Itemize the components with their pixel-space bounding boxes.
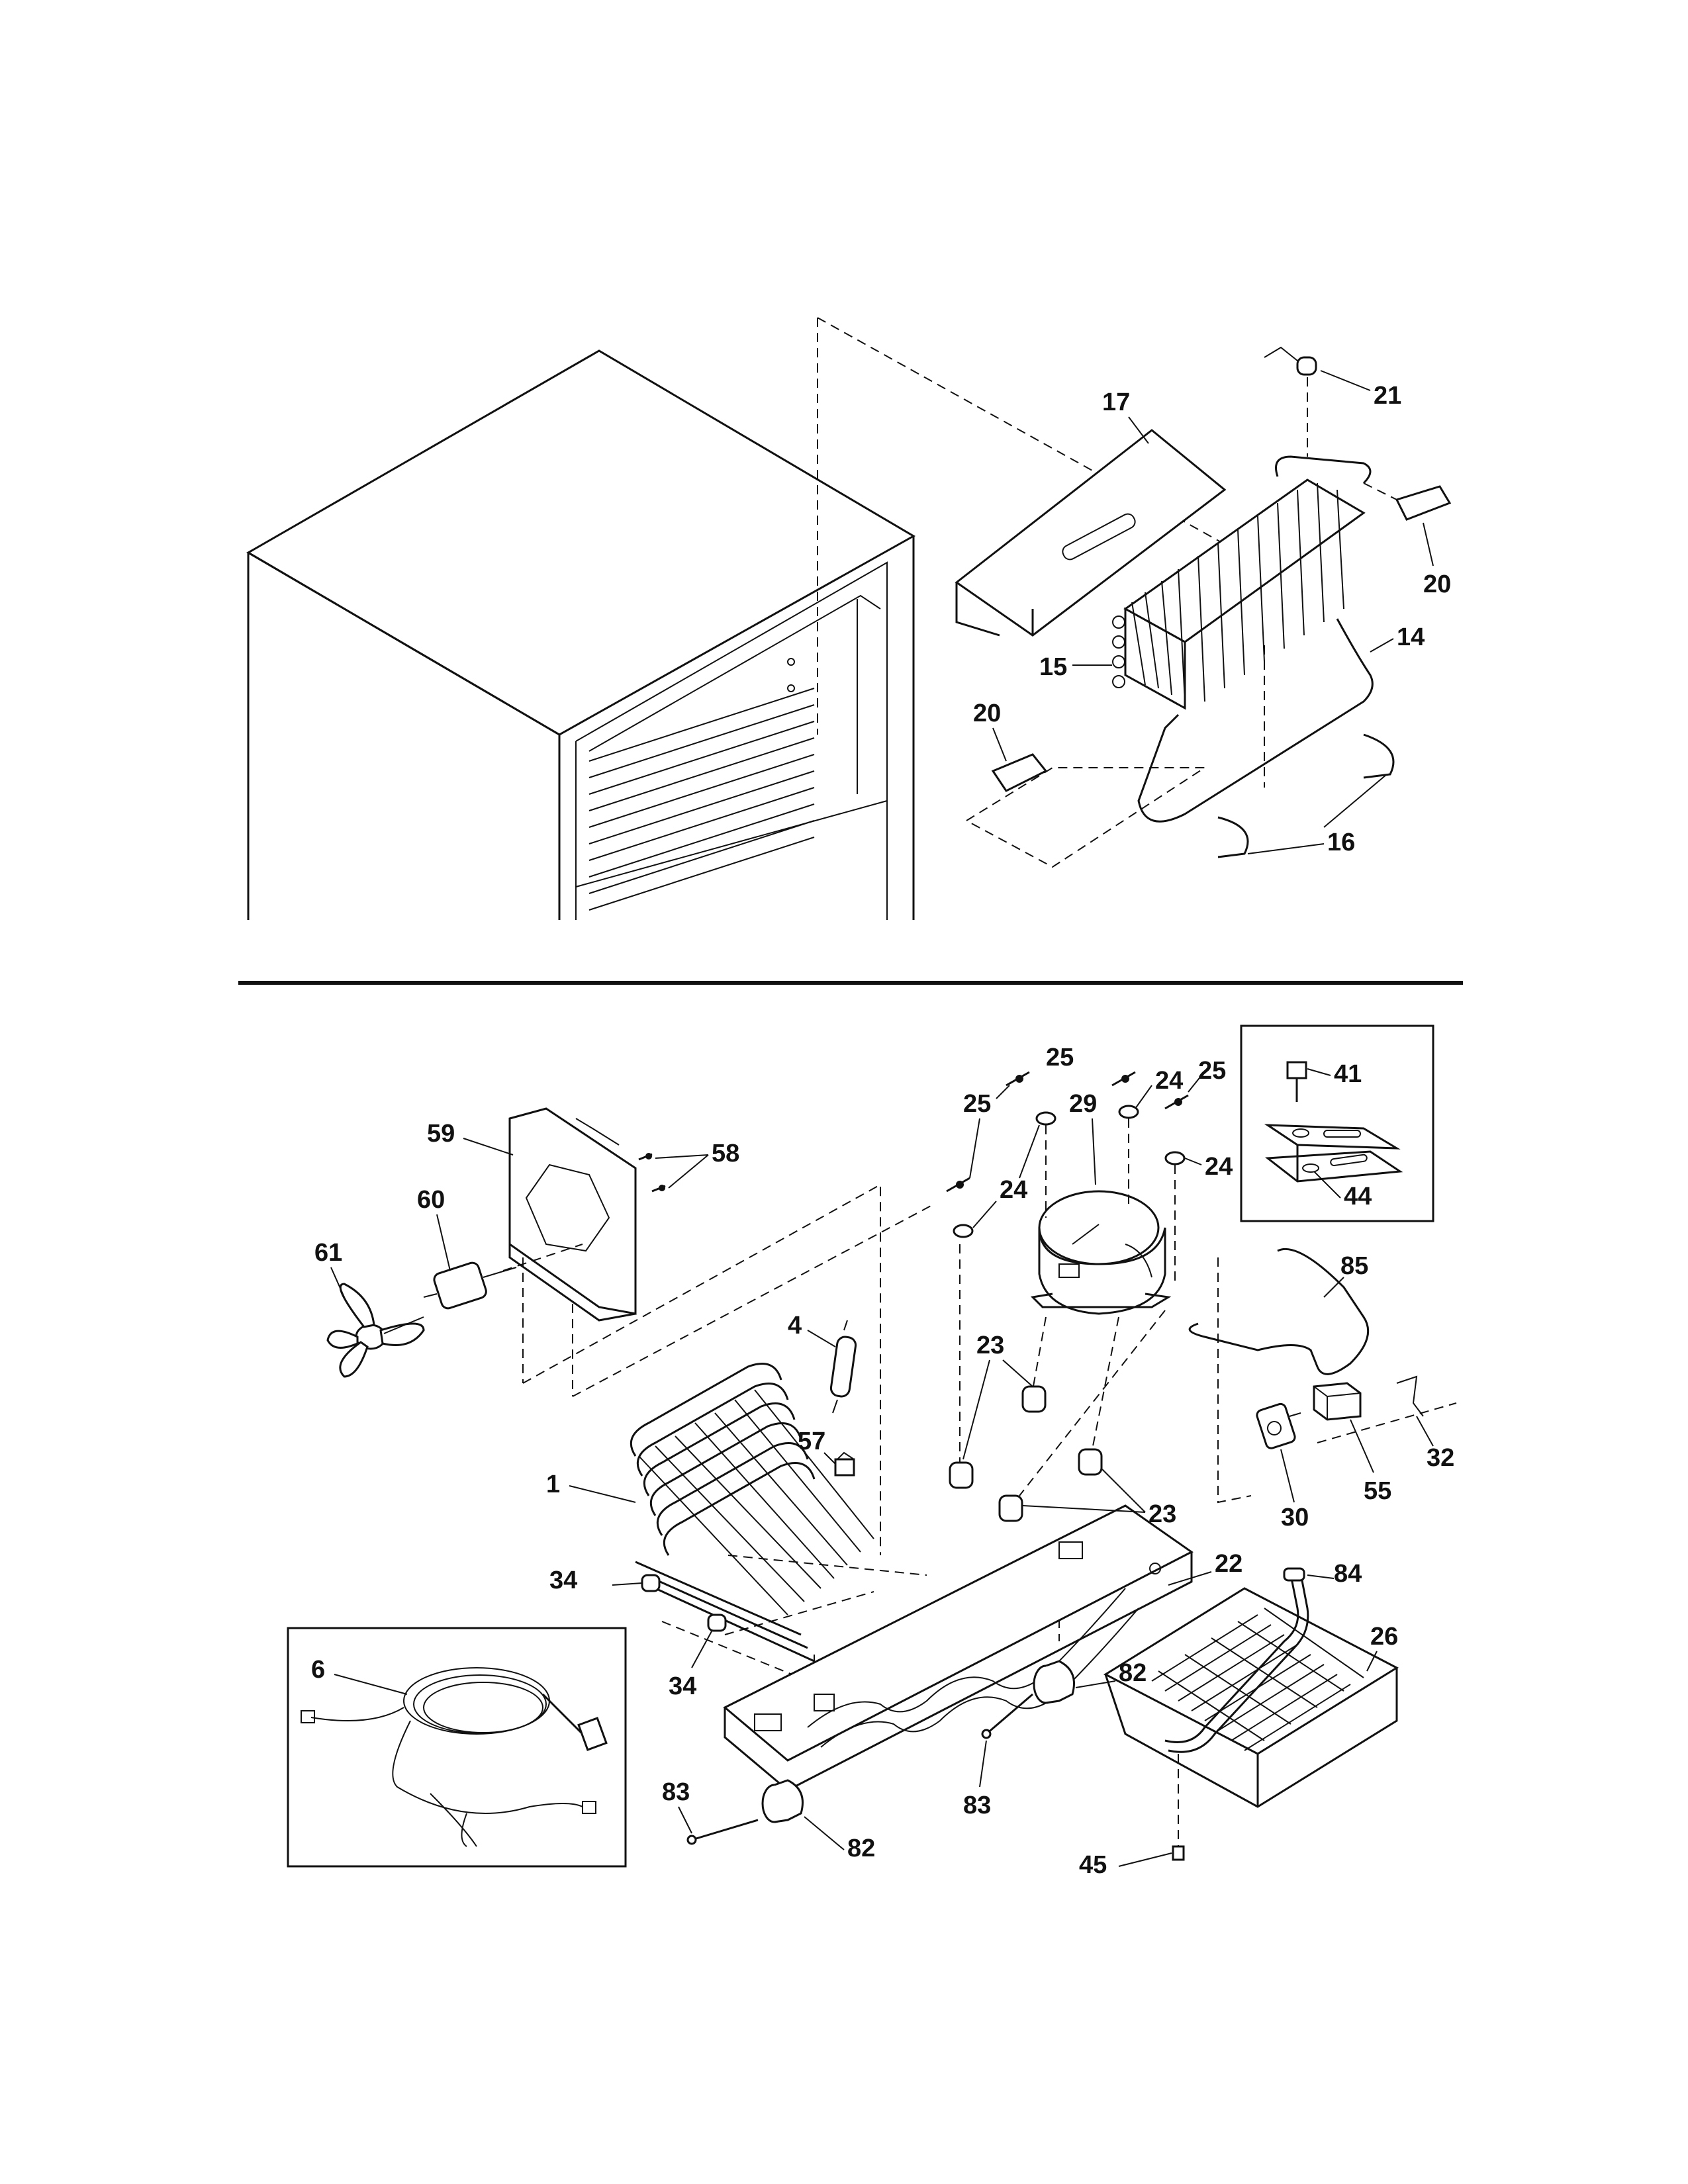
relay-55 xyxy=(1313,1382,1362,1421)
tube-84 xyxy=(1164,1567,1309,1753)
callout-61: 61 xyxy=(314,1239,342,1267)
heater-clips xyxy=(1217,733,1395,858)
compressor-studs xyxy=(946,1071,1189,1193)
callout-17: 17 xyxy=(1102,388,1130,416)
callout-34-lower: 34 xyxy=(669,1672,696,1700)
clip-bracket-upper xyxy=(1363,482,1452,521)
wire-32 xyxy=(1396,1375,1424,1417)
condenser xyxy=(630,1363,874,1662)
callout-55: 55 xyxy=(1364,1477,1391,1505)
callout-24-right: 24 xyxy=(1205,1153,1233,1181)
clip-bracket-lower xyxy=(966,753,1207,868)
callout-84: 84 xyxy=(1334,1560,1362,1588)
callout-25-left: 25 xyxy=(963,1090,991,1118)
callout-21: 21 xyxy=(1374,382,1401,410)
screw-41 xyxy=(1286,1061,1307,1102)
callout-23-lower: 23 xyxy=(1149,1500,1176,1528)
callout-29: 29 xyxy=(1069,1090,1097,1118)
condenser-clips-34 xyxy=(612,1582,643,1586)
callout-24-mid: 24 xyxy=(1155,1067,1183,1095)
drain-pan xyxy=(1103,1587,1399,1808)
cabinet xyxy=(246,349,916,920)
callout-26: 26 xyxy=(1370,1623,1398,1651)
fan-blade xyxy=(326,1283,425,1378)
caster-82-left xyxy=(761,1779,804,1823)
drier xyxy=(829,1320,857,1414)
bracket-44 xyxy=(1264,1124,1403,1183)
drain-heater xyxy=(1137,618,1374,823)
callout-85: 85 xyxy=(1340,1252,1368,1280)
shroud-screws xyxy=(638,1153,666,1193)
screw-83-right xyxy=(981,1693,1033,1739)
callout-4: 4 xyxy=(788,1312,802,1340)
rubber-grommets xyxy=(949,1385,1103,1522)
callout-25-right: 25 xyxy=(1198,1057,1226,1085)
callout-82-left: 82 xyxy=(847,1835,875,1862)
callout-34-upper: 34 xyxy=(549,1567,577,1594)
callout-57: 57 xyxy=(798,1428,825,1455)
clip-57 xyxy=(834,1451,855,1477)
compressor-washers xyxy=(953,1105,1186,1238)
callout-83-right: 83 xyxy=(963,1792,991,1819)
callout-23-upper: 23 xyxy=(976,1332,1004,1359)
callout-6: 6 xyxy=(311,1656,325,1684)
callout-44: 44 xyxy=(1344,1183,1372,1210)
callout-60: 60 xyxy=(417,1186,445,1214)
fan-motor xyxy=(423,1244,583,1310)
callout-41: 41 xyxy=(1334,1060,1362,1088)
overload-30 xyxy=(1256,1402,1301,1449)
callout-15: 15 xyxy=(1039,653,1067,681)
compressor xyxy=(1030,1190,1172,1315)
callout-16: 16 xyxy=(1327,829,1355,856)
callout-20-upper: 20 xyxy=(1423,570,1451,598)
caster-82-right xyxy=(1033,1660,1075,1704)
screw-45 xyxy=(1172,1754,1185,1861)
callout-14: 14 xyxy=(1397,623,1425,651)
callout-22: 22 xyxy=(1215,1550,1243,1578)
relay-box xyxy=(1240,1024,1434,1222)
callout-82-right: 82 xyxy=(1119,1659,1147,1687)
power-cord-box xyxy=(287,1627,627,1868)
evaporator-cover xyxy=(955,429,1227,637)
callout-30: 30 xyxy=(1281,1504,1309,1531)
callout-24-left: 24 xyxy=(1000,1176,1027,1204)
base-pan xyxy=(723,1504,1194,1792)
callout-32: 32 xyxy=(1427,1444,1454,1472)
callout-83-left: 83 xyxy=(662,1778,690,1806)
tube-85 xyxy=(1188,1248,1370,1375)
callout-20-lower: 20 xyxy=(973,700,1001,727)
evaporator xyxy=(1112,455,1372,710)
thermostat-bulb xyxy=(1264,346,1317,457)
fan-shroud xyxy=(508,1107,637,1322)
power-cord xyxy=(301,1667,608,1847)
callout-45: 45 xyxy=(1079,1851,1107,1879)
callout-25-left-label: 25 xyxy=(1046,1044,1074,1071)
callout-1: 1 xyxy=(546,1471,560,1498)
condenser-grommets xyxy=(641,1574,727,1632)
screw-83-left xyxy=(686,1819,759,1845)
callout-59: 59 xyxy=(427,1120,455,1148)
callout-58: 58 xyxy=(712,1140,739,1167)
